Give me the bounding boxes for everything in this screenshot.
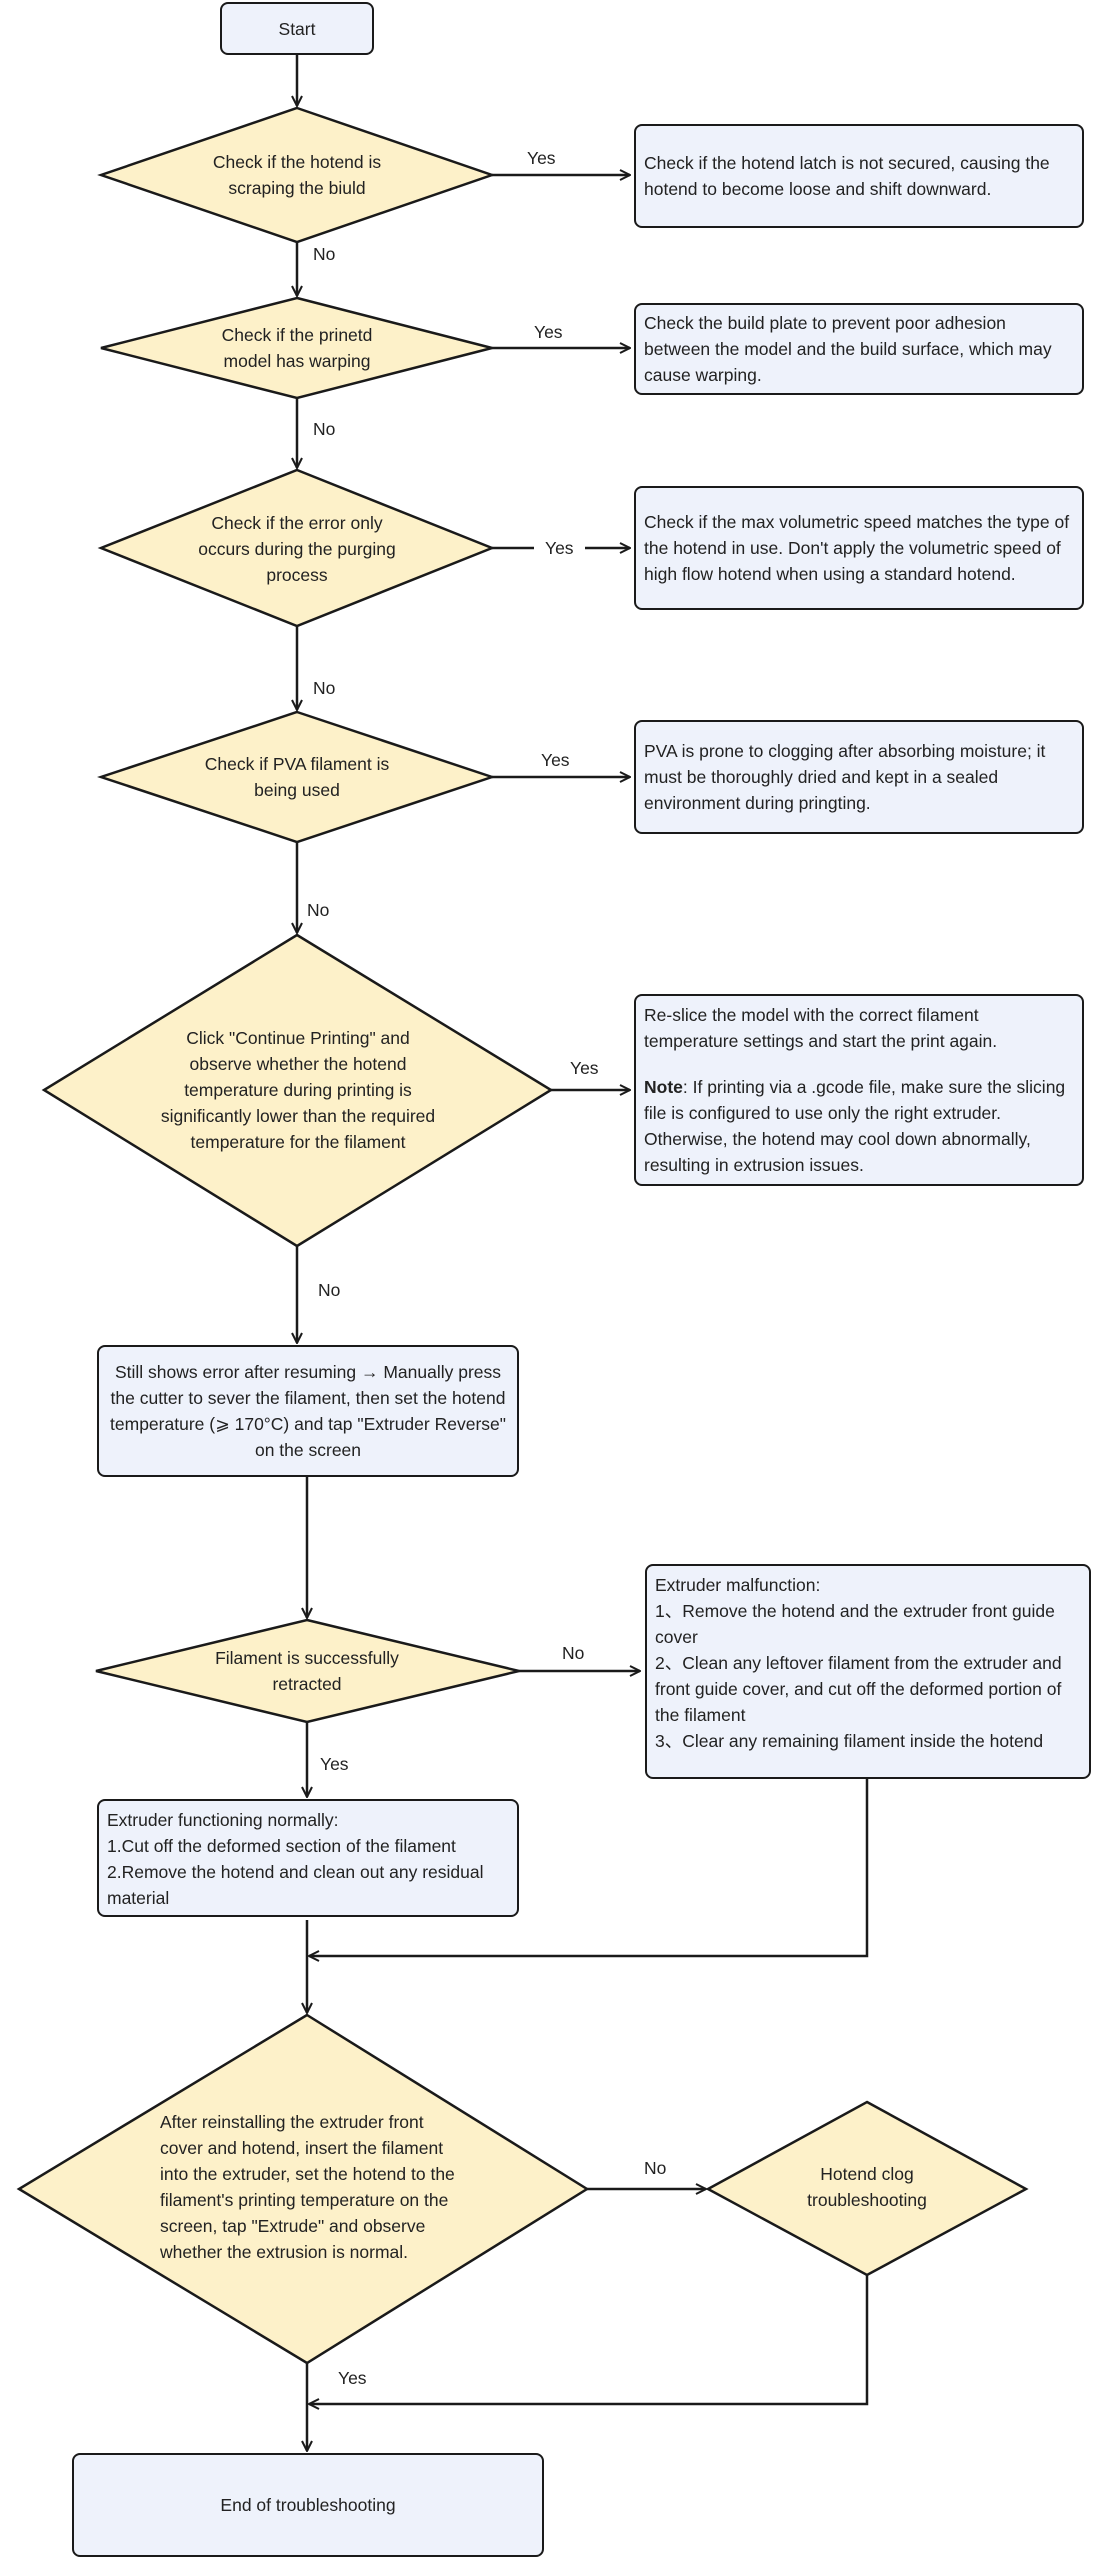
extruder-normal-box: Extruder functioning normally: 1.Cut off… xyxy=(97,1799,519,1917)
decision-purging-text: Check if the error only occurs during th… xyxy=(198,513,396,585)
action-pva: PVA is prone to clogging after absorbing… xyxy=(634,720,1084,834)
start-node: Start xyxy=(220,2,374,55)
yes-label: Yes xyxy=(541,750,570,770)
decision-warping-text: Check if the prinetd model has warping xyxy=(221,325,373,371)
no-label: No xyxy=(307,900,330,920)
note-label: Note xyxy=(644,1077,683,1097)
action-reslice: Re-slice the model with the correct fila… xyxy=(634,994,1084,1186)
normal-item: 2.Remove the hotend and clean out any re… xyxy=(107,1862,484,1908)
malfunction-title: Extruder malfunction: xyxy=(655,1575,821,1595)
yes-label: Yes xyxy=(320,1754,349,1774)
decision-retracted-text: Filament is successfully retracted xyxy=(215,1648,399,1694)
no-label: No xyxy=(644,2158,667,2178)
action-hotend-latch: Check if the hotend latch is not secured… xyxy=(634,124,1084,228)
no-label: No xyxy=(313,419,336,439)
no-label: No xyxy=(562,1643,585,1663)
action-volumetric-speed: Check if the max volumetric speed matche… xyxy=(634,486,1084,610)
malfunction-item: 2、Clean any leftover filament from the e… xyxy=(655,1653,1062,1725)
yes-label: Yes xyxy=(570,1058,599,1078)
malfunction-item: 1、Remove the hotend and the extruder fro… xyxy=(655,1601,1055,1647)
yes-label: Yes xyxy=(545,538,574,558)
decision-temperature-text: Click "Continue Printing" and observe wh… xyxy=(160,1028,436,1152)
end-node: End of troubleshooting xyxy=(72,2453,544,2557)
reslice-note: Note: If printing via a .gcode file, mak… xyxy=(644,1074,1074,1178)
decision-extrusion-text: After reinstalling the extruder front co… xyxy=(160,2112,455,2262)
yes-label: Yes xyxy=(534,322,563,342)
normal-item: 1.Cut off the deformed section of the fi… xyxy=(107,1836,456,1856)
malfunction-item: 3、Clear any remaining filament inside th… xyxy=(655,1731,1044,1751)
no-label: No xyxy=(313,244,336,264)
decision-hotend-scraping-text: Check if the hotend is scraping the biul… xyxy=(212,152,382,198)
extruder-malfunction-box: Extruder malfunction: 1、Remove the hoten… xyxy=(645,1564,1091,1779)
no-label: No xyxy=(313,678,336,698)
connector xyxy=(309,2275,869,2404)
hotend-clog-text: Hotend clog troubleshooting xyxy=(807,2164,927,2210)
decision-pva-text: Check if PVA filament is being used xyxy=(204,754,390,800)
yes-label: Yes xyxy=(338,2368,367,2388)
connector xyxy=(309,1779,869,1956)
step-manual-cut-and-reverse: Still shows error after resuming → Manua… xyxy=(97,1345,519,1477)
normal-title: Extruder functioning normally: xyxy=(107,1810,339,1830)
reslice-text: Re-slice the model with the correct fila… xyxy=(644,1005,998,1051)
no-label: No xyxy=(318,1280,341,1300)
note-text: : If printing via a .gcode file, make su… xyxy=(644,1077,1066,1175)
action-build-plate: Check the build plate to prevent poor ad… xyxy=(634,303,1084,395)
yes-label: Yes xyxy=(527,148,556,168)
